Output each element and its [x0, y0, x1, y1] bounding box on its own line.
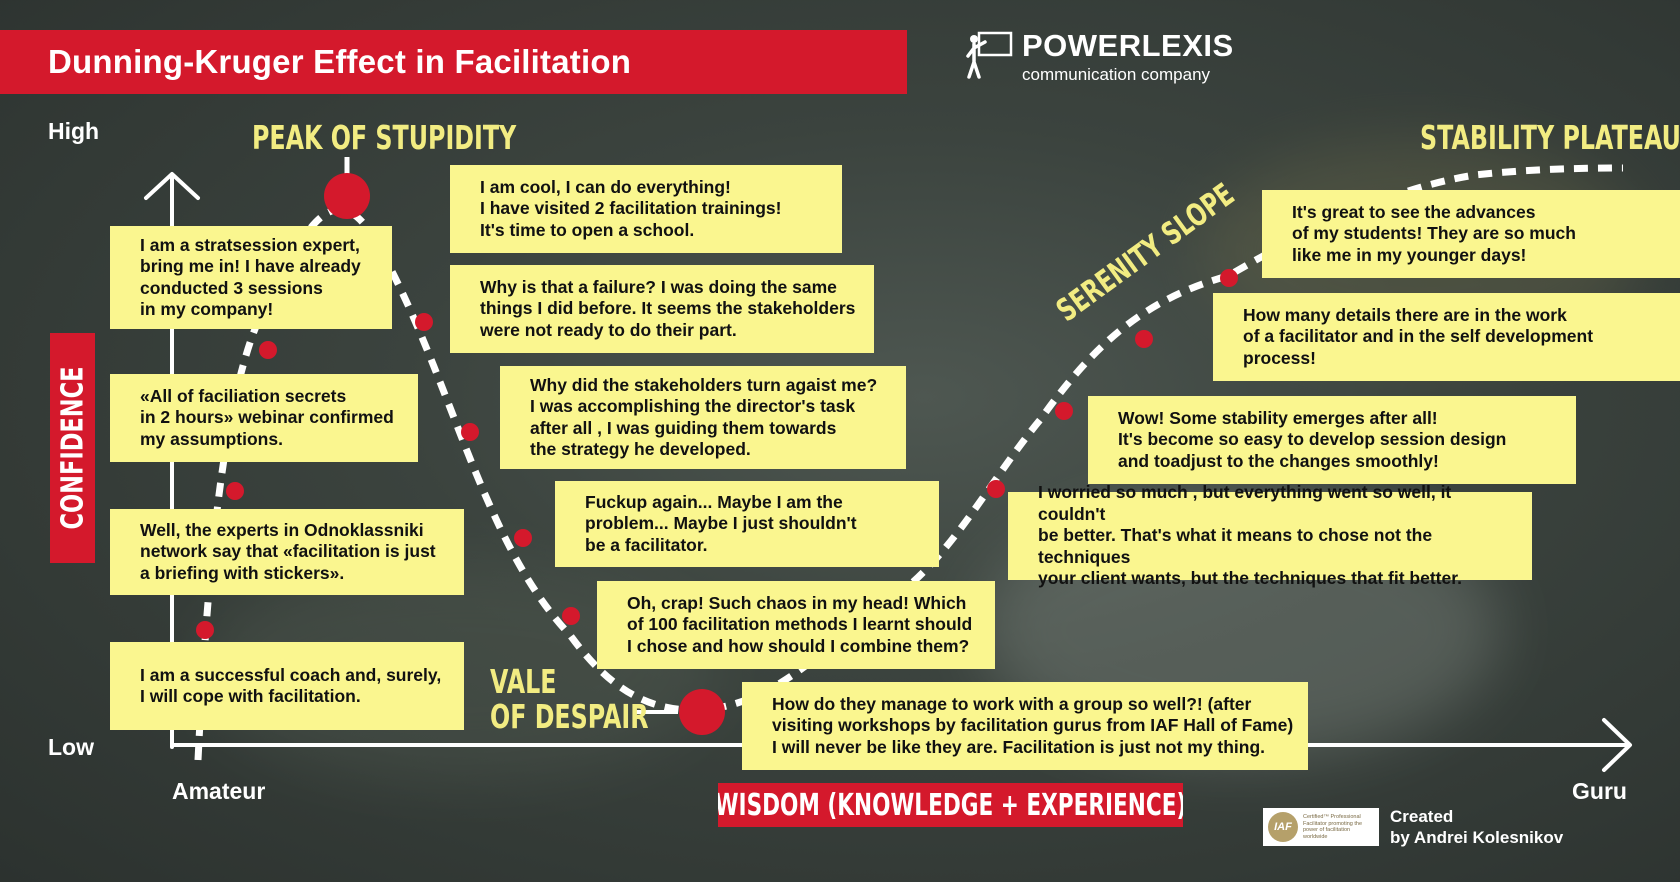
- brand-name: POWERLEXIS: [1022, 28, 1234, 63]
- curve-dot: [1220, 269, 1238, 287]
- bubble-successful-coach: I am a successful coach and, surely, I w…: [110, 642, 464, 730]
- stage-label-vale-line2: OF DESPAIR: [490, 697, 649, 736]
- curve-dot: [415, 313, 433, 331]
- stage-label-peak: PEAK OF STUPIDITY: [252, 118, 517, 157]
- bubble-gurus: How do they manage to work with a group …: [742, 682, 1308, 770]
- curve-dot: [461, 423, 479, 441]
- y-axis-title-banner: CONFIDENCE: [50, 333, 95, 563]
- page-title: Dunning-Kruger Effect in Facilitation: [48, 43, 632, 80]
- bubble-i-am-cool: I am cool, I can do everything! I have v…: [450, 165, 842, 253]
- iaf-logo-icon: IAF: [1268, 812, 1298, 842]
- bubble-fuckup-again: Fuckup again... Maybe I am the problem..…: [555, 481, 939, 567]
- bubble-went-so-well: I worried so much , but everything went …: [1008, 482, 1532, 588]
- stage-label-vale-line1: VALE: [490, 662, 557, 701]
- x-axis-start-label: Amateur: [172, 778, 266, 804]
- peak-marker: [324, 173, 370, 219]
- bubble-stratsession-expert: I am a stratsession expert, bring me in!…: [110, 226, 392, 329]
- bubble-odnoklassniki: Well, the experts in Odnoklassniki netwo…: [110, 509, 464, 595]
- bubble-chaos-in-head: Oh, crap! Such chaos in my head! Which o…: [597, 581, 995, 669]
- y-axis-high-label: High: [48, 118, 100, 144]
- presenter-icon: [966, 31, 1013, 79]
- curve-dot: [1135, 330, 1153, 348]
- bubble-students-advances: It's great to see the advances of my stu…: [1262, 190, 1680, 278]
- curve-dot: [226, 482, 244, 500]
- curve-dot: [196, 621, 214, 639]
- title-banner: Dunning-Kruger Effect in Facilitation: [0, 30, 907, 94]
- brand-tagline: communication company: [1022, 65, 1211, 84]
- bubble-stability-emerges: Wow! Some stability emerges after all! I…: [1088, 396, 1576, 484]
- x-axis-title-banner: WISDOM (KNOWLEDGE + EXPERIENCE): [718, 783, 1183, 827]
- y-axis-title: CONFIDENCE: [55, 366, 90, 530]
- bubble-stakeholders-against: Why did the stakeholders turn agaist me?…: [500, 366, 906, 469]
- curve-dot: [1055, 402, 1073, 420]
- bubble-why-failure: Why is that a failure? I was doing the s…: [450, 265, 874, 353]
- iaf-badge-text: Certified™ Professional Facilitator prom…: [1303, 814, 1362, 840]
- y-axis-arrowhead: [144, 172, 200, 200]
- bubble-webinar: «All of faciliation secrets in 2 hours» …: [110, 374, 418, 462]
- author-credit: Created by Andrei Kolesnikov: [1390, 807, 1564, 847]
- stage-label-plateau: STABILITY PLATEAU: [1420, 118, 1680, 157]
- x-axis-title: WISDOM (KNOWLEDGE + EXPERIENCE): [718, 787, 1183, 823]
- x-axis-arrowhead: [1602, 718, 1632, 772]
- curve-dot: [987, 480, 1005, 498]
- x-axis-end-label: Guru: [1572, 778, 1627, 804]
- brand-logo: POWERLEXIS communication company: [965, 28, 1233, 88]
- y-axis-low-label: Low: [48, 734, 94, 760]
- curve-markers: [196, 173, 1238, 735]
- curve-dot: [514, 529, 532, 547]
- curve-dot: [562, 607, 580, 625]
- bubble-many-details: How many details there are in the work o…: [1213, 293, 1680, 381]
- vale-marker: [679, 689, 725, 735]
- curve-dot: [259, 341, 277, 359]
- iaf-certification-badge: IAF Certified™ Professional Facilitator …: [1263, 808, 1379, 846]
